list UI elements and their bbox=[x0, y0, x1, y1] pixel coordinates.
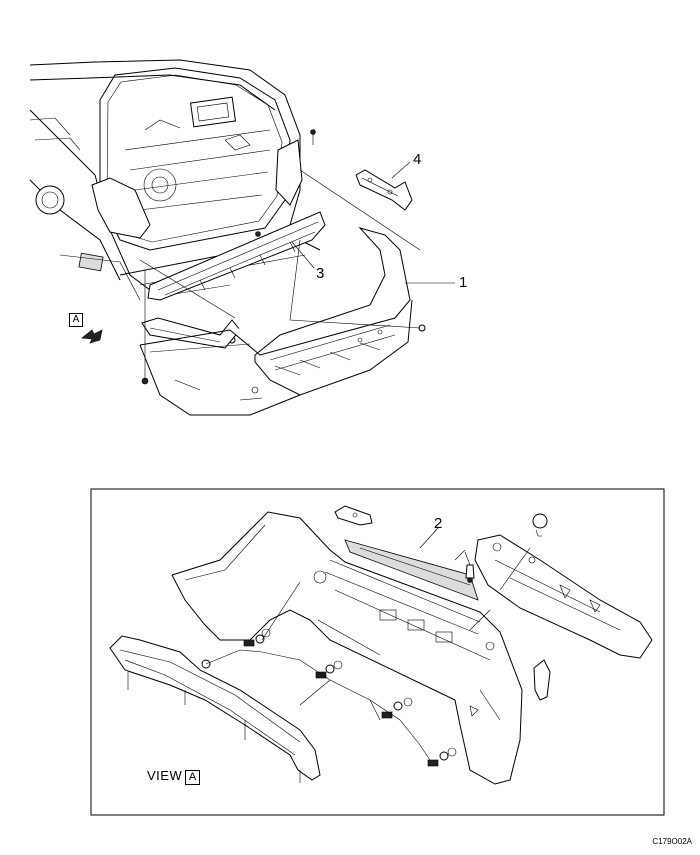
callout-1: 1 bbox=[459, 274, 468, 291]
view-a-arrow bbox=[81, 329, 103, 344]
bumper-side-bracket bbox=[355, 169, 413, 211]
view-caption-letter-box: A bbox=[185, 770, 201, 785]
view-a-small-parts bbox=[201, 505, 551, 767]
bumper-reinforcement-beam bbox=[147, 211, 326, 301]
view-a-frame bbox=[90, 488, 665, 816]
view-a-leader-lines bbox=[261, 527, 531, 656]
vehicle-rear-body bbox=[29, 59, 321, 301]
view-caption-text: VIEW bbox=[147, 768, 183, 783]
lower-left-bracket bbox=[141, 317, 241, 349]
rear-bumper-fascia bbox=[139, 227, 413, 416]
callout-3: 3 bbox=[316, 265, 325, 282]
view-a-bumper-fascia bbox=[171, 511, 523, 785]
view-a-lower-cover bbox=[474, 534, 653, 659]
upper-leader-lines bbox=[139, 161, 455, 355]
callout-2: 2 bbox=[434, 515, 443, 532]
callout-4: 4 bbox=[413, 151, 422, 168]
view-a-step-pad bbox=[344, 539, 479, 601]
view-a-reinforcement-beam bbox=[109, 635, 321, 783]
figure-code: C179O02A bbox=[652, 837, 692, 846]
view-arrow-letter: A bbox=[69, 313, 83, 327]
